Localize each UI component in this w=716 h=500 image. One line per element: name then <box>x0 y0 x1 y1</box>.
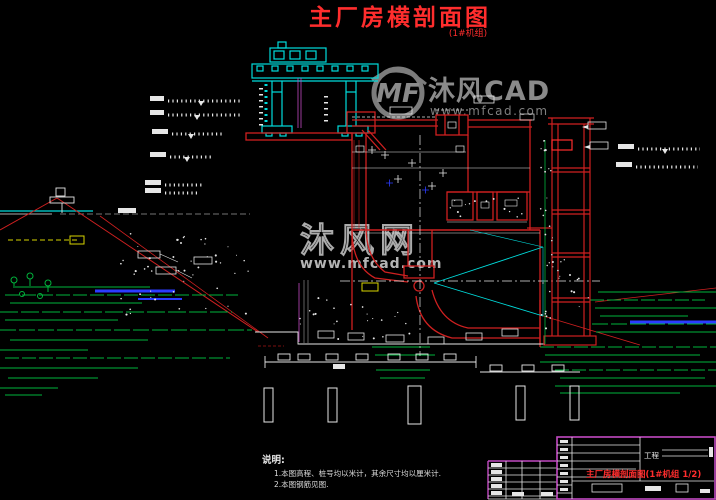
page-subtitle: (1#机组) <box>449 27 487 39</box>
center-watermark: 沐风网 www.mfcad.com <box>300 221 443 272</box>
project-label: 工程 <box>644 451 659 460</box>
title-block: 工程 主厂房横剖面图(1#机组 1/2) <box>556 436 716 500</box>
logo-url: www.mfcad.com <box>430 104 549 118</box>
note-item-2: 2.本图钢筋见图. <box>274 479 329 489</box>
survey-marker-yellow <box>8 235 379 292</box>
note-item-1: 1.本图高程、桩号均以米计，其余尺寸均以厘米计. <box>274 468 441 478</box>
powerhouse-structure <box>245 109 552 347</box>
elevation-label-row <box>152 129 224 139</box>
notes: 说明: 1.本图高程、桩号均以米计，其余尺寸均以厘米计. 2.本图钢筋见图. <box>262 454 441 489</box>
left-bank-gate <box>49 187 136 213</box>
centerlines <box>340 135 600 356</box>
aquifer-lines <box>95 289 716 324</box>
intake-tower <box>519 113 597 346</box>
elevation-label-row <box>616 162 698 169</box>
gantry-crane <box>251 41 379 137</box>
logo-initials: MF <box>376 79 420 109</box>
tower-hoist-equipment <box>551 139 573 151</box>
foundation-piles <box>263 385 580 425</box>
title-block-drawing-name: 主厂房横剖面图(1#机组 1/2) <box>586 469 701 480</box>
notes-heading: 说明: <box>262 454 285 466</box>
vegetation-symbols <box>10 272 52 299</box>
elevation-label-row <box>145 188 200 195</box>
watermark-url: www.mfcad.com <box>300 256 443 272</box>
logo-brand: 沐风CAD <box>428 76 550 107</box>
elevation-label-row <box>145 180 202 187</box>
draft-tube-cone-lines <box>433 229 544 317</box>
elevation-label-row <box>150 96 242 106</box>
excavation-slope-lines <box>0 197 716 346</box>
watermark-brand: 沐风网 <box>300 221 420 261</box>
equipment-cross-marks-blue <box>386 179 429 194</box>
ground-strata-left <box>0 286 252 396</box>
logo-swoosh-icon <box>371 69 427 86</box>
elevation-annotations <box>137 88 700 345</box>
drawing-title: 主厂房横剖面图 (1#机组) <box>309 4 491 39</box>
elevation-label-row <box>150 152 212 162</box>
elevation-label-row <box>618 144 700 154</box>
mfcad-logo-watermark: MF 沐风CAD www.mfcad.com <box>371 66 550 120</box>
dimension-lines <box>258 345 580 373</box>
page-title: 主厂房横剖面图 <box>309 4 491 31</box>
equipment-cross-marks <box>368 146 447 190</box>
ground-strata-right <box>372 291 716 394</box>
elevation-label-row <box>150 110 240 120</box>
water-level-line <box>0 210 250 215</box>
concrete-hatch-speckles <box>120 139 589 340</box>
